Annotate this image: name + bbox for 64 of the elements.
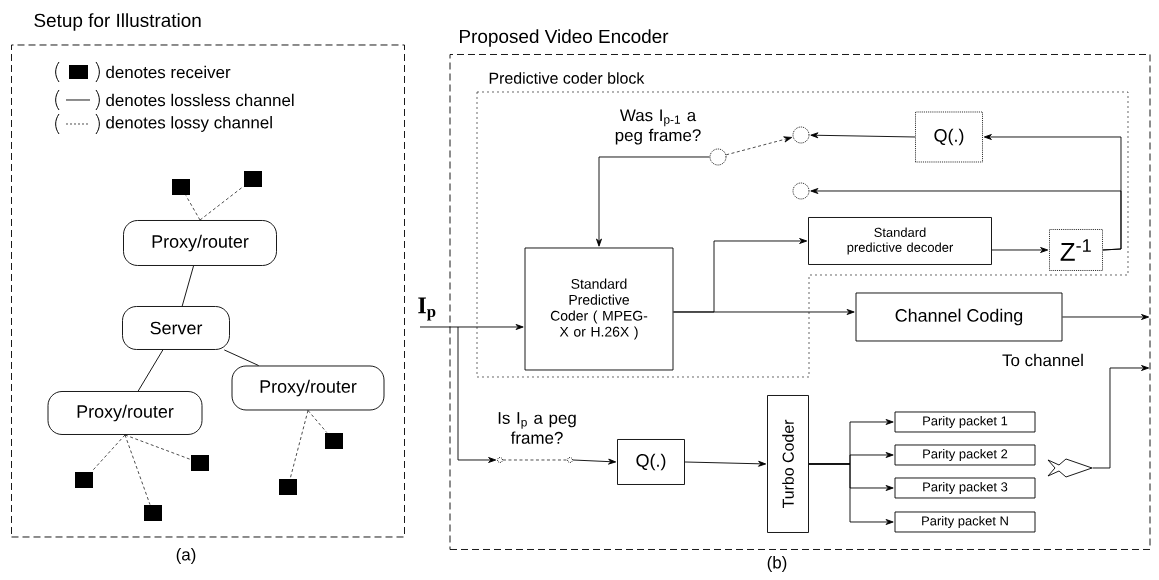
connector — [91, 434, 126, 472]
receiver-square — [172, 179, 190, 195]
process-box: Standard predictive decoder — [808, 217, 992, 265]
connector — [572, 458, 617, 465]
packet-box: Parity packet N — [894, 511, 1036, 533]
receiver-square — [191, 455, 209, 471]
connector — [684, 460, 767, 467]
process-box: Channel Coding — [855, 292, 1063, 342]
receiver-square — [279, 479, 297, 495]
process-box: Turbo Coder — [767, 395, 809, 533]
connector — [1092, 365, 1150, 469]
connector — [810, 188, 1122, 251]
text-label: To channel — [1002, 353, 1083, 367]
connector — [810, 132, 916, 139]
panel-heading: Proposed Video Encoder — [460, 29, 669, 47]
process-box: Standard Predictive Coder ( MPEG-X or H.26X ) — [524, 247, 674, 371]
receiver-square — [325, 433, 343, 449]
hollow-arrow — [1047, 458, 1093, 478]
connector — [457, 326, 497, 463]
switch-contact — [567, 457, 573, 463]
packet-box: Parity packet 2 — [894, 444, 1036, 466]
rounded-box: Proxy/router — [123, 220, 277, 266]
rounded-box: Server — [122, 306, 230, 350]
receiver-square — [75, 472, 93, 488]
panel-caption: (b) — [767, 556, 787, 572]
connector — [419, 324, 524, 330]
connector — [502, 459, 568, 461]
process-box: Q(.) — [915, 111, 983, 163]
legend-text: denotes lossless channel — [106, 93, 294, 107]
connector — [808, 463, 894, 525]
connector — [725, 136, 793, 156]
connector — [673, 309, 855, 315]
panel-caption: (a) — [176, 548, 196, 564]
panel-heading: Predictive coder block — [489, 72, 645, 84]
connector — [991, 247, 1049, 253]
delay-box: Z$^{-1}$ — [1049, 229, 1103, 271]
switch-contact — [709, 148, 727, 166]
connector — [199, 185, 244, 221]
receiver-square — [244, 171, 262, 187]
switch-contact — [792, 126, 810, 144]
connector — [137, 349, 164, 392]
process-box: Q(.) — [617, 439, 685, 485]
switch-contact — [792, 182, 810, 200]
packet-box: Parity packet 3 — [894, 477, 1036, 499]
receiver-square — [144, 505, 162, 521]
legend-text: denotes lossy channel — [106, 116, 272, 132]
connector — [185, 195, 201, 221]
rounded-box: Proxy/router — [47, 391, 203, 435]
switch-contact — [497, 457, 503, 463]
rounded-box: Proxy/router — [231, 365, 385, 411]
connector — [596, 156, 710, 247]
connector — [124, 434, 191, 460]
connector — [124, 434, 151, 505]
packet-box: Parity packet 1 — [894, 411, 1036, 433]
connector — [181, 265, 194, 307]
panel-heading: Setup for Illustration — [34, 13, 201, 31]
text-label: Is I$_{p}$ a peg frame? — [498, 412, 576, 444]
legend-text: denotes receiver — [106, 65, 231, 79]
text-label: Was I$_{p-1}$ a peg frame? — [615, 109, 701, 145]
connector — [223, 349, 260, 366]
edge-label: I$_{p}$ — [418, 297, 436, 321]
connector — [1062, 314, 1150, 320]
connector — [289, 410, 309, 479]
connector — [307, 410, 328, 433]
